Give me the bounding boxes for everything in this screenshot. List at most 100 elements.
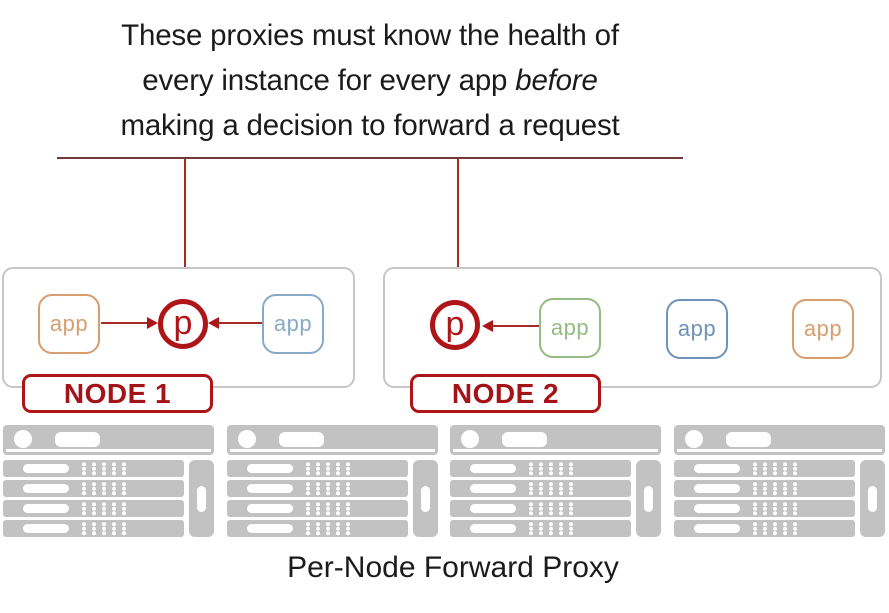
app-label: app [49,311,89,336]
rack-unit-dots [302,482,353,496]
node-2-app-orange: app [792,299,854,359]
rack-unit-dots [526,462,577,476]
rack-top-bar [673,425,885,455]
rack-top-bar [3,425,214,455]
rack-unit-pill [23,524,69,533]
rack-unit-dots [302,502,353,516]
node-1-app-blue: app [262,294,324,354]
node-2-app-green: app [539,298,601,358]
rack-unit-pill [470,504,517,513]
rack-side-panel [859,460,885,537]
node-1-app-orange: app [38,294,100,354]
proxy-letter: p [173,304,193,342]
rack-label-pill [725,432,771,447]
app-label: app [550,315,590,340]
rack-divider-line [229,449,435,452]
annotation-text: These proxies must know the health of ev… [40,13,700,148]
node-2-proxy-circle: p [430,300,480,350]
app-label: app [803,316,843,341]
rack-unit-dots [79,462,129,476]
rack-side-slot [644,486,654,512]
node-1-label: NODE 1 [22,374,213,413]
rack-label-pill [278,432,324,447]
rack-side-slot [420,486,430,512]
rack-unit-row [673,520,855,537]
rack-unit-pill [23,464,69,473]
server-rack [450,425,662,537]
rack-unit-row [450,480,632,497]
rack-power-circle-icon [237,430,256,448]
rack-power-circle-icon [461,430,480,448]
node-1-arrow-right-line [217,322,262,324]
rack-unit-row [226,460,408,477]
rack-unit-row [673,500,855,517]
rack-side-panel [412,460,438,537]
rack-label-pill [502,432,548,447]
node-1-arrow-left-head [147,317,158,329]
rack-divider-line [453,449,659,452]
rack-power-circle-icon [14,430,32,448]
rack-unit-pill [23,504,69,513]
rack-unit-pill [470,464,517,473]
rack-unit-dots [79,482,129,496]
annotation-line-1: These proxies must know the health of [121,19,619,52]
rack-unit-dots [302,462,353,476]
rack-top-bar [226,425,438,455]
rack-side-slot [197,486,206,512]
diagram-caption: Per-Node Forward Proxy [287,551,619,584]
rack-unit-pill [693,464,740,473]
rack-top-bar [450,425,662,455]
app-label: app [677,316,717,341]
annotation-underline [57,157,683,159]
rack-unit-dots [526,522,577,536]
rack-unit-row [226,480,408,497]
rack-unit-dots [749,482,800,496]
rack-unit-row [3,500,184,517]
rack-unit-dots [526,482,577,496]
annotation-line-2-italic: before [515,64,598,97]
server-rack-row [3,425,886,537]
rack-unit-row [450,460,632,477]
node-2-arrow-head [482,320,493,332]
rack-label-pill [55,432,100,447]
annotation-line-2: every instance for every app before [40,58,700,103]
node-2-app-blue: app [666,299,728,359]
rack-unit-row [3,520,184,537]
rack-unit-dots [749,502,800,516]
rack-unit-pill [246,504,293,513]
node-2-arrow-line [491,325,539,327]
node-2-label: NODE 2 [410,374,601,413]
annotation-line-2-text: every instance for every app [142,64,508,97]
node-1-proxy-circle: p [158,299,208,349]
rack-unit-pill [470,524,517,533]
rack-unit-row [450,500,632,517]
rack-unit-dots [749,462,800,476]
rack-unit-row [226,520,408,537]
rack-unit-dots [79,522,129,536]
rack-unit-row [673,460,855,477]
rack-side-panel [189,460,214,537]
rack-unit-dots [749,522,800,536]
rack-power-circle-icon [684,430,703,448]
rack-unit-pill [693,524,740,533]
rack-unit-pill [246,464,293,473]
rack-unit-row [3,460,184,477]
rack-unit-row [3,480,184,497]
app-label: app [273,311,313,336]
callout-arrow-1-line [184,159,186,288]
rack-unit-pill [246,484,293,493]
node-1-arrow-right-head [208,317,219,329]
rack-unit-row [226,500,408,517]
rack-unit-row [673,480,855,497]
rack-side-slot [867,486,877,512]
rack-unit-pill [470,484,517,493]
rack-divider-line [676,449,882,452]
rack-unit-dots [302,522,353,536]
rack-unit-row [450,520,632,537]
server-rack [673,425,886,537]
rack-unit-pill [23,484,69,493]
rack-unit-pill [246,524,293,533]
rack-unit-pill [693,504,740,513]
rack-side-panel [636,460,662,537]
